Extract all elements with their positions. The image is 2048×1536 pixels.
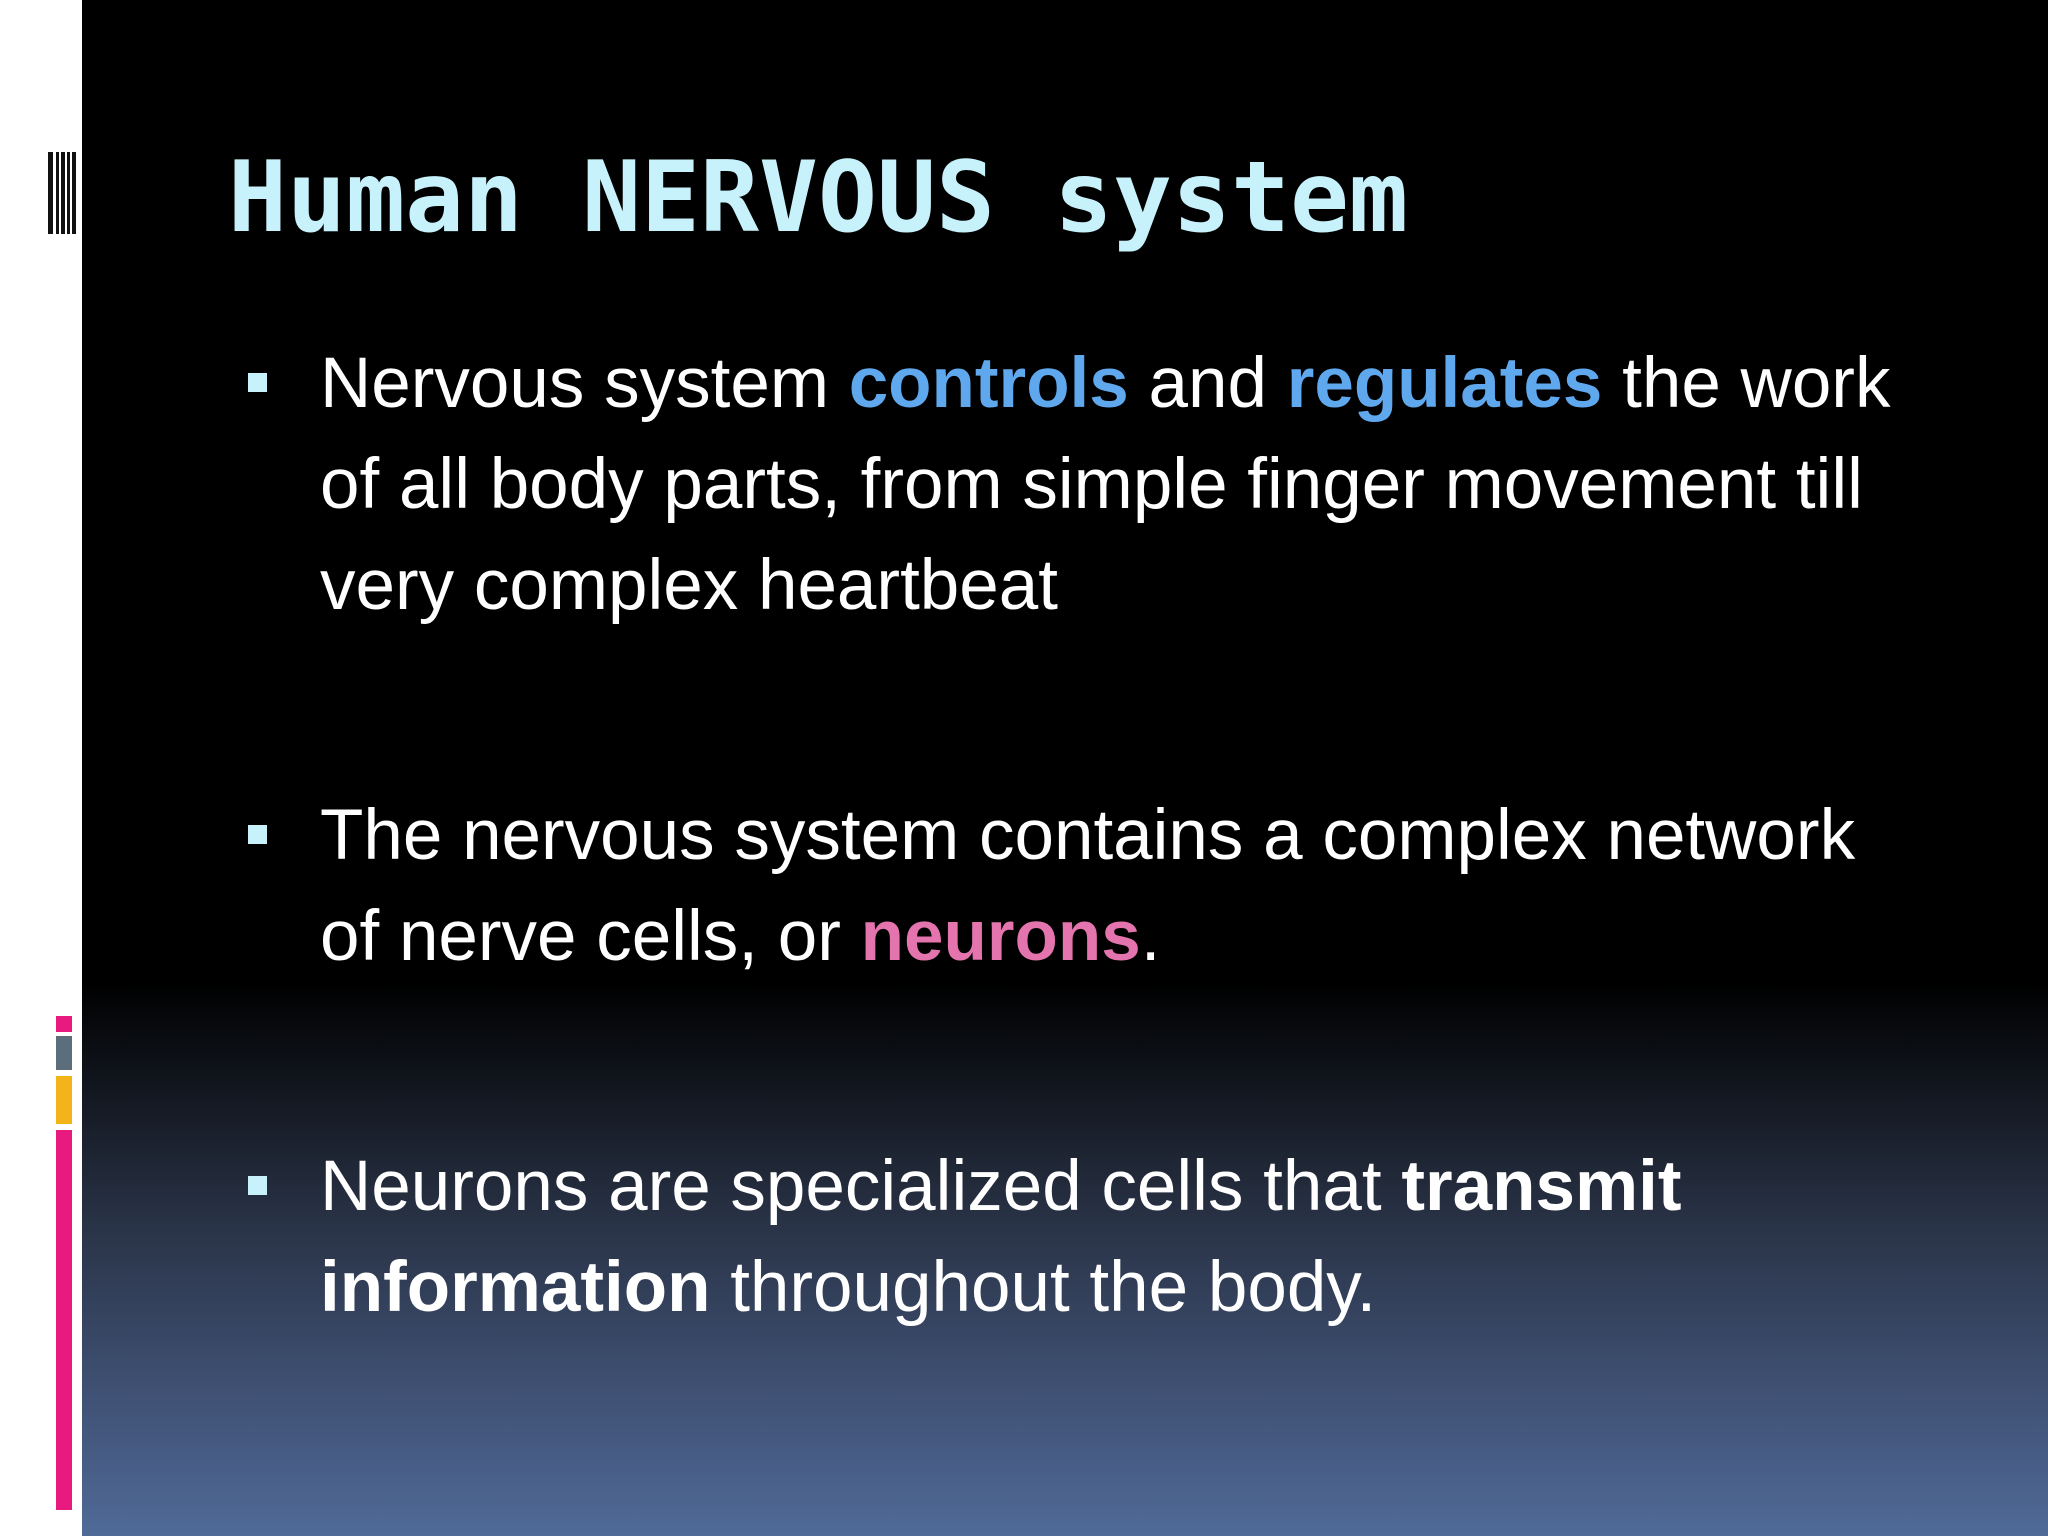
- bullet-text: Neurons are specialized cells that trans…: [320, 1147, 1682, 1327]
- bullet-text: The nervous system contains a complex ne…: [320, 796, 1856, 976]
- slide-title: Human NERVOUS system: [228, 141, 1409, 255]
- highlight-transmit-information: transmit information: [320, 1147, 1682, 1327]
- square-bullet-icon: [248, 1176, 267, 1195]
- vertical-lines-decoration: [48, 152, 81, 234]
- accent-bar-pink: [56, 1130, 72, 1510]
- square-bullet-icon: [248, 373, 267, 392]
- accent-bar-gray: [56, 1036, 72, 1070]
- highlight-controls: controls: [848, 344, 1129, 423]
- left-decoration-strip: [0, 0, 82, 1536]
- highlight-neurons: neurons: [860, 897, 1141, 976]
- highlight-regulates: regulates: [1286, 344, 1603, 423]
- square-bullet-icon: [248, 825, 267, 844]
- accent-bar-pink-top: [56, 1016, 72, 1032]
- accent-bar-yellow: [56, 1076, 72, 1124]
- slide-background: [82, 0, 2048, 1536]
- bullet-text: Nervous system controls and regulates th…: [320, 344, 1891, 625]
